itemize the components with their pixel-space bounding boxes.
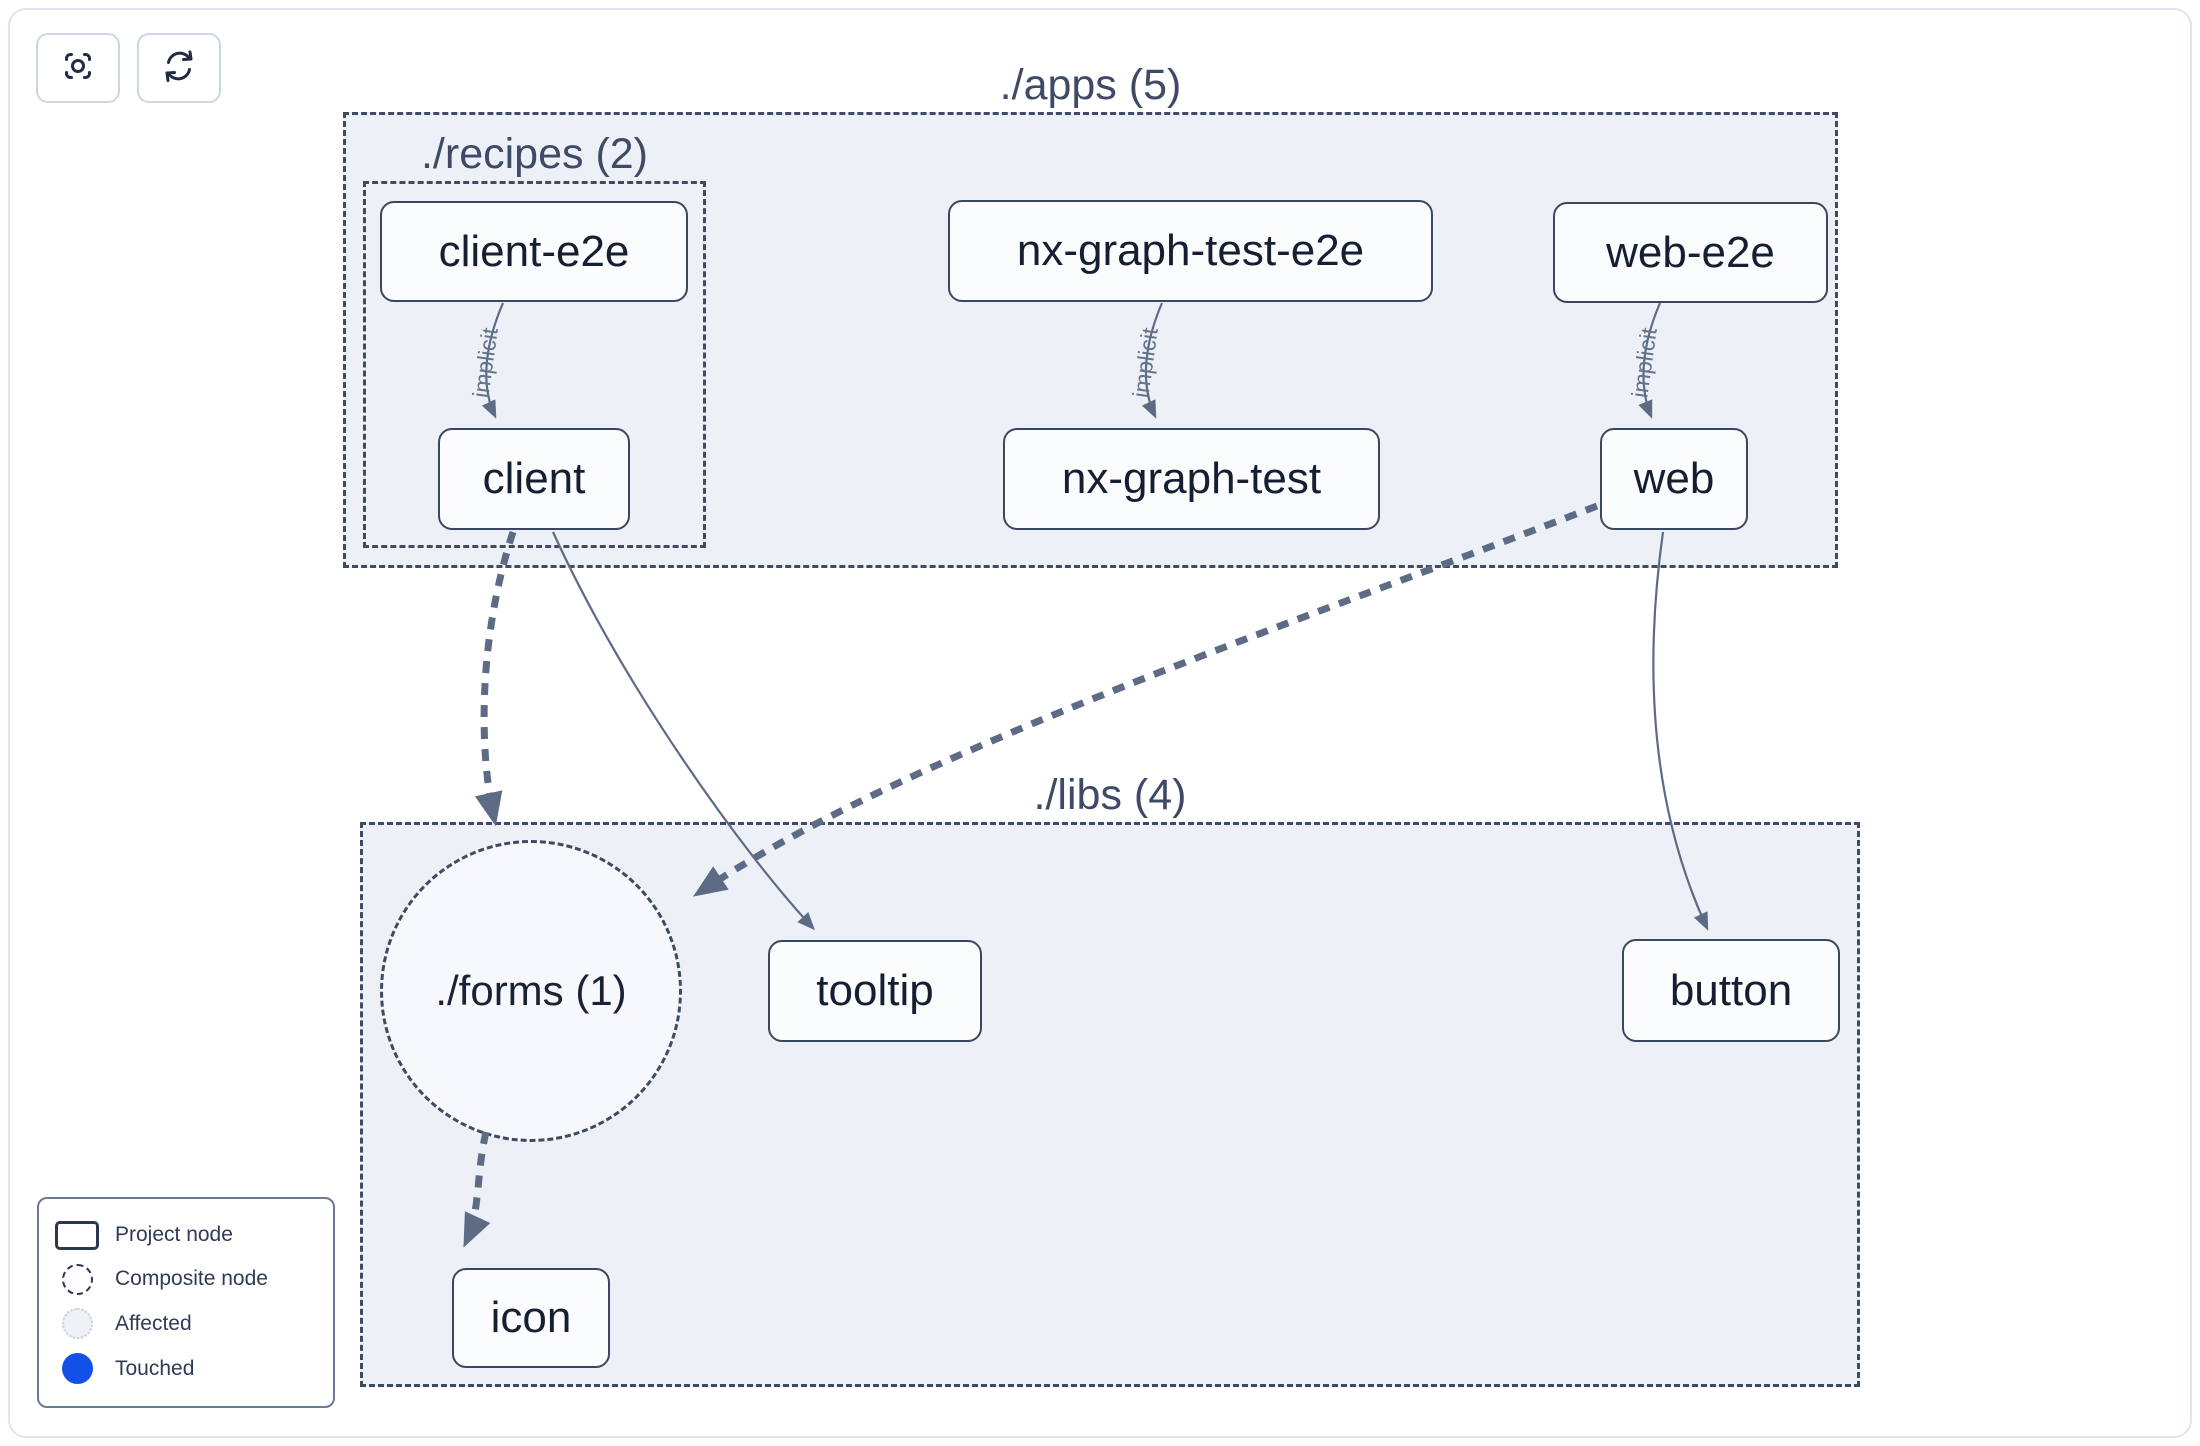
edge-nx-graph-test-e2e-to-nx-graph-test (1141, 302, 1164, 419)
node-client[interactable]: client (438, 428, 630, 530)
refresh-sync-icon (159, 46, 199, 91)
composite-node-forms-label: ./forms (1) (435, 967, 627, 1014)
node-nx-graph-test-e2e[interactable]: nx-graph-test-e2e (948, 200, 1433, 302)
project-node-rect-icon (39, 1220, 115, 1250)
legend-item-touched: Touched (39, 1353, 333, 1385)
node-client-e2e-label: client-e2e (438, 226, 630, 276)
edge-forms-to-icon (463, 1131, 491, 1248)
edge-label-implicit-1: implicit (467, 326, 503, 400)
edge-web-to-button (1652, 531, 1709, 931)
legend-item-composite-node: Composite node (39, 1263, 333, 1295)
group-recipes: ./recipes (2) (363, 130, 706, 548)
node-button-label: button (1669, 965, 1793, 1015)
refresh-button[interactable] (137, 33, 221, 103)
node-client-e2e[interactable]: client-e2e (380, 201, 688, 302)
node-nx-graph-test-e2e-label: nx-graph-test-e2e (1016, 226, 1365, 275)
node-web-label: web (1633, 454, 1715, 503)
group-apps-label: ./apps (5) (999, 61, 1182, 109)
affected-circle-icon (39, 1308, 115, 1340)
edge-label-implicit-3: implicit (1626, 326, 1662, 400)
legend-item-affected: Affected (39, 1308, 333, 1340)
focus-crosshair-icon (58, 46, 98, 91)
touched-circle-icon (39, 1353, 115, 1385)
node-tooltip[interactable]: tooltip (768, 940, 982, 1042)
node-nx-graph-test-label: nx-graph-test (1061, 454, 1322, 503)
node-icon-label: icon (490, 1293, 572, 1342)
edge-client-e2e-to-client (481, 302, 505, 419)
node-web-e2e-label: web-e2e (1606, 227, 1775, 277)
node-button[interactable]: button (1622, 939, 1840, 1042)
legend-label: Touched (115, 1356, 195, 1380)
edge-client-to-tooltip (551, 531, 816, 931)
legend-item-project-node: Project node (39, 1220, 333, 1250)
edge-web-to-forms (693, 502, 1599, 897)
edge-label-implicit-2: implicit (1127, 326, 1163, 400)
node-nx-graph-test[interactable]: nx-graph-test (1003, 428, 1380, 530)
edge-client-to-forms (474, 530, 517, 827)
node-client-label: client (482, 454, 586, 503)
node-icon[interactable]: icon (452, 1268, 610, 1368)
legend-label: Composite node (115, 1267, 268, 1291)
edge-web-e2e-to-web (1638, 302, 1662, 419)
legend-label: Affected (115, 1311, 192, 1335)
node-web[interactable]: web (1600, 428, 1748, 530)
group-recipes-label: ./recipes (2) (420, 130, 648, 178)
group-libs-label: ./libs (4) (1033, 771, 1187, 819)
legend: Project node Composite node Affected Tou… (37, 1197, 335, 1408)
composite-node-dashed-circle-icon (39, 1263, 115, 1295)
node-tooltip-label: tooltip (816, 966, 934, 1015)
legend-label: Project node (115, 1223, 233, 1247)
focus-button[interactable] (36, 33, 120, 103)
composite-node-forms[interactable]: ./forms (1) (380, 840, 682, 1142)
node-web-e2e[interactable]: web-e2e (1553, 202, 1828, 303)
